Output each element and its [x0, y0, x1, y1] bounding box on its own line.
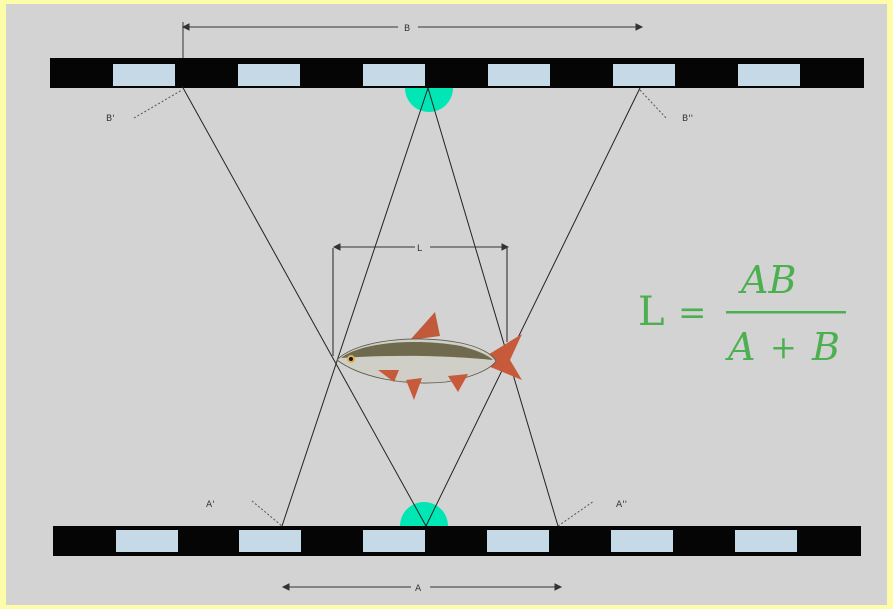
- top-bar-window: [113, 64, 175, 86]
- formula-denominator-a: A: [725, 325, 755, 369]
- dimension-l: [332, 243, 510, 251]
- diagram-frame: B L A B' B'' A' A'' L =: [6, 4, 887, 605]
- dimension-b: [181, 22, 644, 58]
- sight-line: [425, 87, 641, 527]
- dimension-b-arrow-left: [181, 23, 190, 31]
- fish-anal-fin: [448, 374, 468, 392]
- fish-pupil: [349, 357, 353, 361]
- top-camera-bar: [50, 58, 864, 88]
- sight-line: [427, 87, 559, 527]
- point-b-double-prime-label: B'': [682, 114, 693, 124]
- fish-dorsal-fin: [410, 312, 440, 340]
- dimension-a-arrow-right: [554, 583, 563, 591]
- bottom-camera-bar: [53, 526, 861, 556]
- dimension-l-arrow-right: [501, 243, 510, 251]
- formula-denominator-b: B: [811, 325, 840, 369]
- top-bar-window: [613, 64, 675, 86]
- sight-lines: [181, 85, 641, 527]
- formula-numerator: AB: [738, 258, 796, 302]
- top-bar-window: [488, 64, 550, 86]
- point-a-prime-label: A': [206, 500, 215, 510]
- top-bar-body: [50, 58, 864, 88]
- point-a-double-prime-label: A'': [616, 500, 627, 510]
- dimension-a: [281, 583, 563, 591]
- dimension-a-label: A: [415, 584, 422, 594]
- top-camera: [405, 88, 453, 112]
- formula-fraction-bar: [726, 311, 846, 314]
- top-bar-window: [238, 64, 300, 86]
- bottom-bar-window: [239, 530, 301, 552]
- sight-line: [281, 87, 429, 527]
- formula: L = AB A + B: [638, 258, 846, 369]
- leader-b-prime: [133, 89, 183, 119]
- formula-lhs: L: [638, 289, 665, 335]
- dimension-l-arrow-left: [332, 243, 341, 251]
- top-bar-window: [363, 64, 425, 86]
- fish-icon: [336, 312, 522, 400]
- stereo-camera-diagram: B L A B' B'' A' A'' L =: [50, 22, 864, 594]
- bottom-bar-body: [53, 526, 861, 556]
- top-bar-window: [738, 64, 800, 86]
- leader-a-prime: [251, 500, 283, 527]
- fish-pectoral-fin: [378, 370, 399, 382]
- fish-pelvic-fin: [406, 378, 422, 400]
- leader-a-double-prime: [557, 500, 595, 527]
- formula-plus: +: [770, 328, 797, 366]
- bottom-bar-window: [116, 530, 178, 552]
- fish-back: [341, 342, 493, 360]
- leader-b-double-prime: [639, 89, 667, 119]
- dimension-a-arrow-left: [281, 583, 290, 591]
- bottom-bar-window: [487, 530, 549, 552]
- fish-tail-fin: [486, 334, 522, 380]
- bottom-camera: [400, 502, 448, 526]
- sight-line: [181, 85, 427, 527]
- point-b-prime-label: B': [106, 114, 115, 124]
- bottom-bar-window: [735, 530, 797, 552]
- formula-equals: =: [678, 293, 707, 333]
- bottom-bar-window: [611, 530, 673, 552]
- dimension-b-arrow-right: [635, 23, 644, 31]
- dimension-l-label: L: [417, 244, 422, 254]
- bottom-bar-window: [363, 530, 425, 552]
- point-leaders: [133, 89, 667, 527]
- dimension-b-label: B: [404, 24, 410, 34]
